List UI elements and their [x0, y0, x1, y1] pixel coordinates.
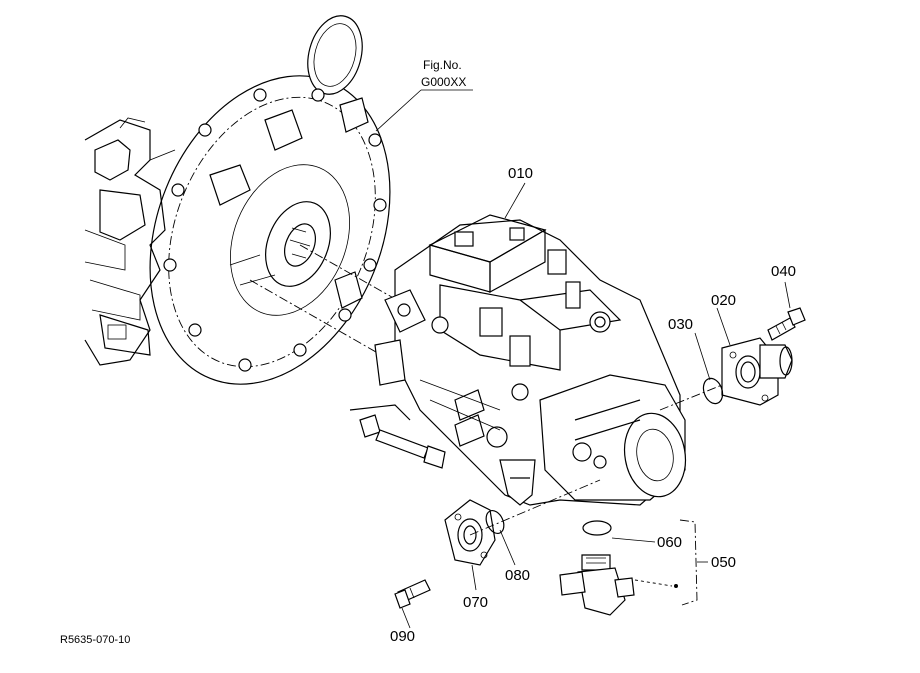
bolt-090: [394, 579, 431, 609]
callout-070: 070: [463, 594, 488, 611]
engine-block: [84, 117, 176, 366]
pump-mounting-bolt: [349, 404, 446, 469]
o-ring-080: [485, 510, 505, 534]
callout-090: 090: [390, 628, 415, 645]
flywheel-housing: [149, 15, 391, 385]
group-bracket-050: [679, 519, 698, 606]
flange-020: [721, 337, 793, 406]
flange-070: [444, 499, 496, 566]
callout-020: 020: [711, 292, 736, 309]
drawing-reference-code: R5635-070-10: [60, 634, 130, 646]
leader-lines: [375, 89, 791, 629]
bolt-040: [767, 307, 806, 341]
callout-050: 050: [711, 554, 736, 571]
callout-080: 080: [505, 567, 530, 584]
callout-040: 040: [771, 263, 796, 280]
o-ring-030: [702, 377, 724, 405]
fitting-leader-dot: [674, 584, 678, 588]
callout-030: 030: [668, 316, 693, 333]
hydraulic-pump-assembly: [374, 214, 687, 506]
figure-number-label: Fig.No.: [423, 58, 462, 72]
callout-010: 010: [508, 165, 533, 182]
o-ring-060: [582, 520, 612, 536]
fitting-leader-dots: [634, 579, 673, 587]
figure-number-code: G000XX: [421, 75, 466, 89]
alignment-line: [249, 279, 391, 361]
fitting-assembly-050: [559, 554, 635, 616]
lower-flange-axis: [469, 479, 601, 536]
callout-060: 060: [657, 534, 682, 551]
flange-axis-line: [659, 384, 723, 411]
